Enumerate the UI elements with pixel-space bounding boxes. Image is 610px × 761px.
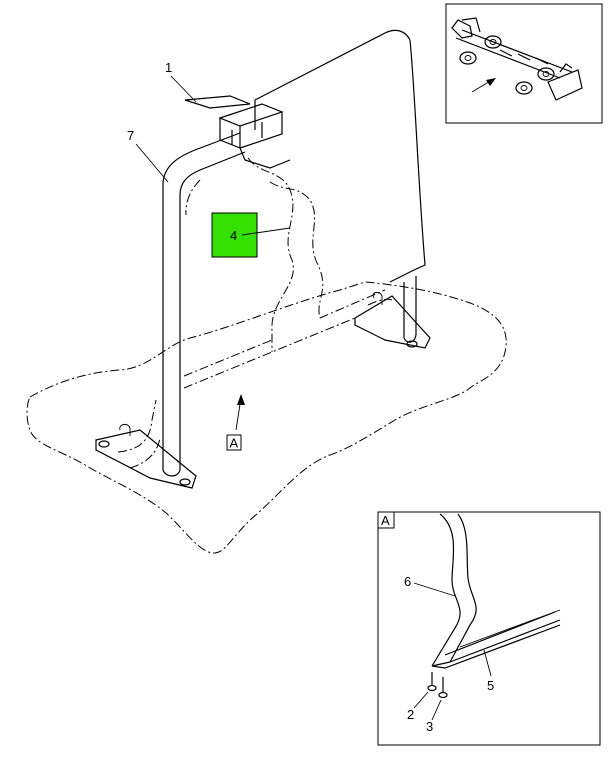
callout-2-leader: [413, 691, 429, 709]
callout-2-label: 2: [407, 707, 414, 722]
callout-6-leader: [413, 582, 456, 597]
detail-a-inset: [377, 511, 601, 746]
view-a-arrow: [235, 394, 245, 431]
floor-outline: [26, 281, 507, 554]
callout-1-label: 1: [165, 60, 172, 75]
callout-4-leader: [241, 227, 291, 236]
callout-6-label: 6: [404, 574, 411, 589]
callout-3-label: 3: [426, 719, 433, 734]
callout-5-leader: [483, 649, 492, 677]
callout-7-leader: [135, 143, 169, 183]
left-mount-plate: [95, 399, 197, 489]
view-a-marker-letter[interactable]: A: [230, 436, 239, 451]
callout-4-label[interactable]: 4: [230, 228, 237, 243]
detail-a-letter-box: [377, 511, 395, 529]
detail-a-letter: A: [381, 513, 390, 528]
callout-4-highlight-box[interactable]: [211, 212, 258, 258]
top-bracket: [184, 95, 291, 169]
seat-back-panel: [183, 29, 426, 389]
callout-1-leader: [170, 75, 197, 103]
view-a-marker-box[interactable]: [226, 434, 242, 451]
callout-7-label: 7: [127, 128, 134, 143]
callout-5-label: 5: [487, 678, 494, 693]
callout-3-leader: [431, 699, 442, 721]
tube-frame: [162, 132, 417, 477]
locator-inset: [445, 3, 603, 124]
right-mount-plate: [354, 291, 431, 349]
